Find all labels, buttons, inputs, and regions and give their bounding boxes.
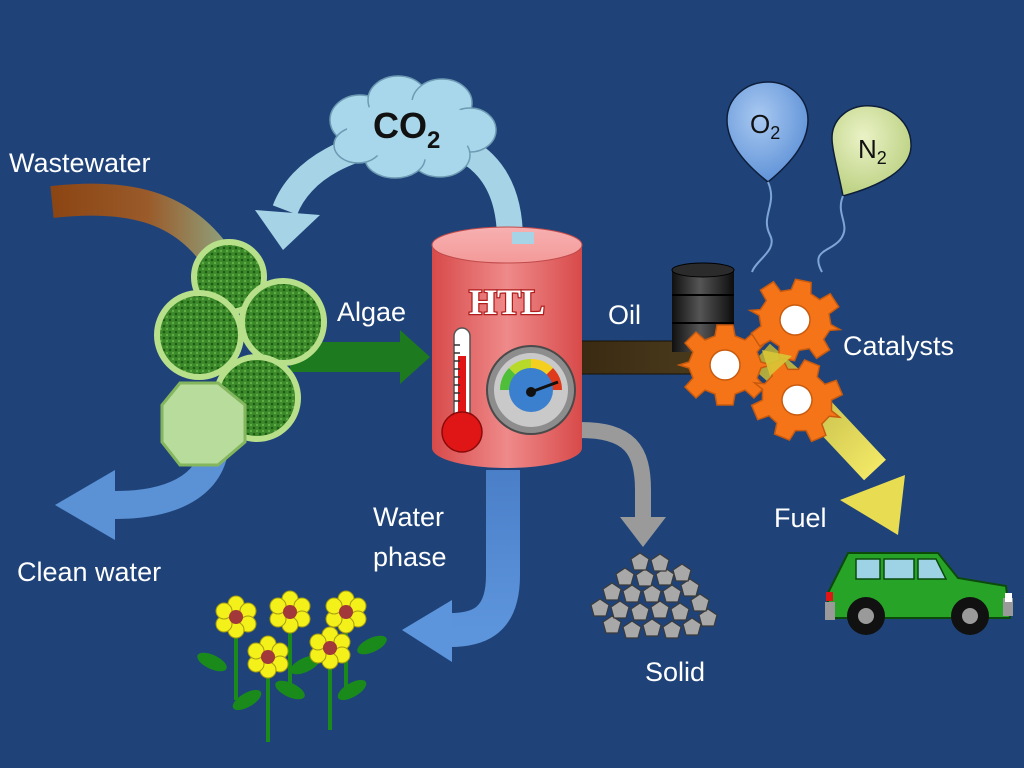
solid-rock-pile	[590, 552, 718, 639]
algae-cluster	[154, 239, 327, 467]
n2-label: N2	[858, 134, 887, 168]
water-phase-label-line1: Water	[373, 502, 444, 532]
solid-label: Solid	[645, 657, 705, 687]
n2-balloon	[817, 105, 912, 273]
co2-label: CO2	[373, 105, 440, 154]
fuel-label: Fuel	[774, 503, 827, 533]
car-icon	[825, 552, 1013, 635]
thermometer-icon	[441, 327, 483, 453]
water-phase-arrow	[402, 470, 520, 662]
solid-arrow	[579, 422, 666, 547]
catalysts-label: Catalysts	[843, 331, 954, 361]
o2-balloon	[726, 81, 809, 273]
co2-cloud	[329, 75, 497, 179]
wastewater-label: Wastewater	[9, 148, 151, 178]
algae-label: Algae	[337, 297, 406, 327]
water-phase-label-line2: phase	[373, 542, 447, 572]
clean-water-label: Clean water	[17, 557, 161, 587]
pressure-gauge-icon	[486, 345, 576, 435]
reactor-label: HTL	[469, 282, 545, 322]
oil-label: Oil	[608, 300, 641, 330]
flower-plants	[197, 590, 387, 742]
o2-label: O2	[750, 109, 780, 143]
